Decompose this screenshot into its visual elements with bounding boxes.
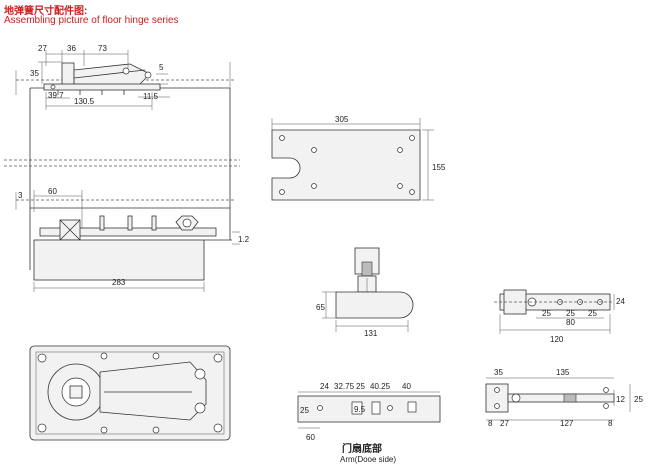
dim-130-5: 130.5 — [74, 97, 95, 106]
dim-24: 24 — [616, 297, 625, 306]
door-arm-caption-cn: 门扇底部 — [342, 442, 382, 455]
dim-131: 131 — [364, 329, 378, 338]
dim-24-b: 24 — [320, 382, 329, 391]
dim-305: 305 — [335, 115, 349, 124]
dim-36: 36 — [67, 44, 76, 53]
dim-12: 12 — [616, 395, 625, 404]
dim-25-e: 25 — [300, 406, 309, 415]
dim-8-b: 8 — [608, 419, 613, 428]
dim-25-b: 25 — [566, 309, 575, 318]
dim-1-2: 1.2 — [238, 235, 250, 244]
side-view: 3 60 1.2 283 — [15, 187, 250, 292]
dim-25-d: 25 — [356, 382, 365, 391]
dim-27: 27 — [38, 44, 47, 53]
dim-39-7: 39.7 — [48, 91, 64, 100]
dim-40-25: 40.25 — [370, 382, 391, 391]
door-arm: 24 32.75 25 40.25 40 25 9.5 60 门扇底部 Arm(… — [297, 382, 441, 464]
dim-3: 3 — [18, 191, 23, 200]
dim-32-75: 32.75 — [334, 382, 355, 391]
dim-9-5: 9.5 — [354, 405, 366, 414]
dim-5: 5 — [159, 63, 164, 72]
hinge-body — [29, 345, 231, 441]
dim-65: 65 — [316, 303, 325, 312]
dim-11-5: 11.5 — [143, 92, 159, 101]
dim-25-c: 25 — [588, 309, 597, 318]
dim-8-a: 8 — [488, 419, 493, 428]
dim-35: 35 — [30, 69, 39, 78]
dim-25-a: 25 — [542, 309, 551, 318]
dim-40: 40 — [402, 382, 411, 391]
dim-127: 127 — [560, 419, 574, 428]
dim-60-b: 60 — [306, 433, 315, 442]
dim-135: 135 — [556, 368, 570, 377]
dim-283: 283 — [112, 278, 126, 287]
dim-27-b: 27 — [500, 419, 509, 428]
dim-35-b: 35 — [494, 368, 503, 377]
dim-25-f: 25 — [634, 395, 643, 404]
top-view: 27 36 73 35 5 39.7 130.5 11.5 — [15, 44, 235, 270]
dim-155: 155 — [432, 163, 446, 172]
door-arm-caption-en: Arm(Dooe side) — [340, 455, 396, 464]
bottom-arm: 35 135 12 25 8 27 127 8 — [485, 368, 643, 428]
title-english: Assembling picture of floor hinge series — [4, 15, 179, 26]
dim-60: 60 — [48, 187, 57, 196]
cover-plate: 305 155 — [271, 115, 446, 201]
dim-120: 120 — [550, 335, 564, 344]
dim-73: 73 — [98, 44, 107, 53]
pivot-view: 65 131 — [316, 247, 414, 338]
arm-bar: 24 25 25 25 80 120 — [494, 289, 625, 344]
title-chinese: 地弹簧尺寸配件图: — [4, 6, 88, 17]
dim-80: 80 — [566, 318, 575, 327]
